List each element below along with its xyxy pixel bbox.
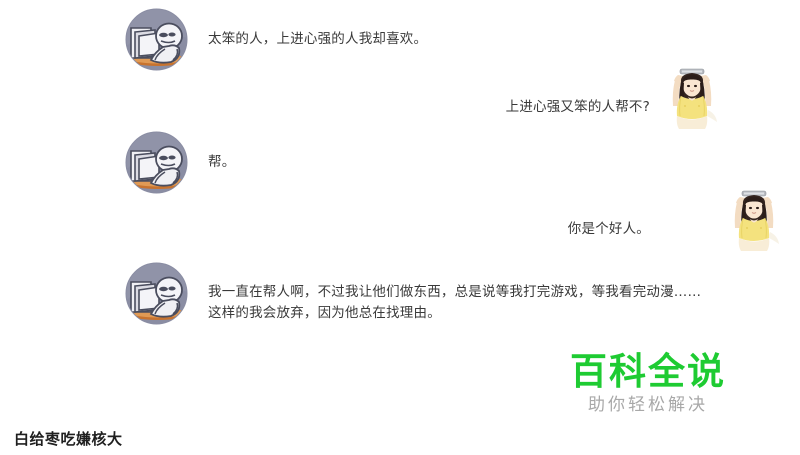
avatar-photo-woman-yellow-top[interactable] <box>719 188 788 251</box>
message-row: 我一直在帮人啊，不过我让他们做东西，总是说等我打完游戏，等我看完动漫…… 这样的… <box>125 262 701 325</box>
message-row: 太笨的人，上进心强的人我却喜欢。 <box>125 8 427 71</box>
message-text: 你是个好人。 <box>567 221 650 237</box>
message-text: 我一直在帮人啊，不过我让他们做东西，总是说等我打完游戏，等我看完动漫…… 这样的… <box>208 284 702 321</box>
caption-text: 白给枣吃嫌核大 <box>14 430 123 448</box>
message-text: 帮。 <box>208 154 236 170</box>
watermark-subtitle: 助你轻松解决 <box>588 395 708 415</box>
message-row: 帮。 <box>125 131 235 194</box>
avatar-cartoon-man-at-computer[interactable] <box>125 262 188 325</box>
watermark-title: 百科全说 <box>570 350 726 393</box>
avatar-cartoon-man-at-computer[interactable] <box>125 8 188 71</box>
watermark-logo: 百科全说 助你轻松解决 <box>548 352 748 416</box>
avatar-cartoon-man-at-computer[interactable] <box>125 131 188 194</box>
message-text: 太笨的人，上进心强的人我却喜欢。 <box>208 31 428 47</box>
message-row: 你是个好人。 <box>567 188 788 251</box>
message-text: 上进心强又笨的人帮不? <box>505 99 650 115</box>
message-row: 上进心强又笨的人帮不? <box>505 66 726 129</box>
avatar-photo-woman-yellow-top[interactable] <box>657 66 726 129</box>
